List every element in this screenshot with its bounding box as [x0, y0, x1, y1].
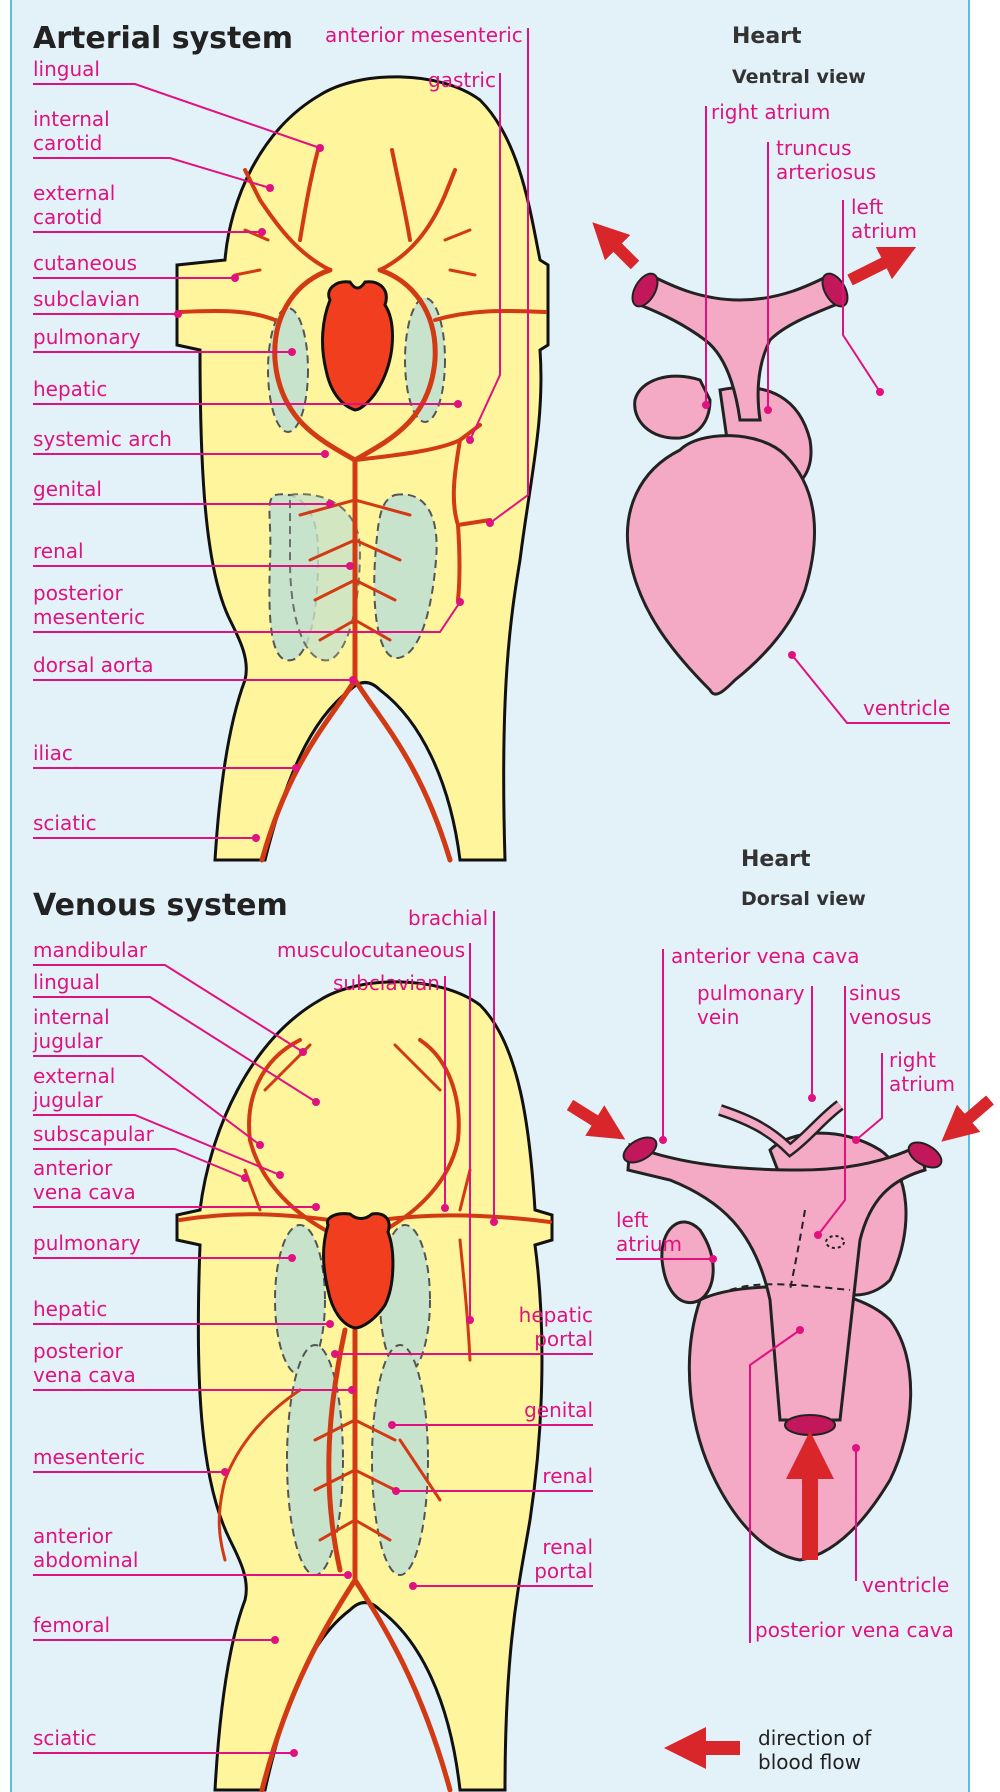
label-arterial-pulmonary: pulmonary	[33, 325, 141, 349]
label-venous-lingual: lingual	[33, 970, 100, 994]
label-posterior-mesenteric-1: posterior	[33, 581, 124, 605]
heart-dorsal-title: Heart	[741, 847, 811, 872]
heart-ventral-subtitle: Ventral view	[732, 66, 866, 88]
label-gastric: gastric	[428, 68, 496, 92]
label-arterial-renal: renal	[33, 539, 84, 563]
heart-ventral-illustration	[605, 235, 900, 694]
label-sinus-venosus-1: sinus	[849, 981, 901, 1005]
label-external-jugular-2: jugular	[32, 1088, 103, 1112]
label-dorsal-right-atrium-1: right	[889, 1048, 936, 1072]
label-venous-anterior-vena-cava-1: anterior	[33, 1156, 113, 1180]
label-truncus-1: truncus	[776, 136, 852, 160]
legend-text-line2: blood flow	[758, 1750, 861, 1774]
label-anterior-abdominal-1: anterior	[33, 1524, 113, 1548]
label-sinus-venosus-2: venosus	[849, 1005, 932, 1029]
legend-text-line1: direction of	[758, 1726, 872, 1750]
label-dorsal-right-atrium-2: atrium	[889, 1072, 955, 1096]
label-dorsal-ventricle: ventricle	[862, 1573, 949, 1597]
label-cutaneous: cutaneous	[33, 251, 137, 275]
label-posterior-vena-cava-2: vena cava	[33, 1363, 136, 1387]
label-renal-portal-1: renal	[542, 1535, 593, 1559]
label-dorsal-anterior-vena-cava: anterior vena cava	[671, 944, 859, 968]
label-internal-carotid-1: internal	[33, 107, 110, 131]
label-anterior-abdominal-2: abdominal	[33, 1548, 138, 1572]
label-iliac: iliac	[33, 741, 73, 765]
label-pulmonary-vein-2: vein	[697, 1005, 739, 1029]
label-femoral: femoral	[33, 1613, 110, 1637]
venous-system-title: Venous system	[33, 888, 288, 923]
venous-heart	[324, 1214, 393, 1328]
label-hepatic-portal-2: portal	[534, 1327, 593, 1351]
label-posterior-mesenteric-2: mesenteric	[33, 605, 145, 629]
label-hepatic-portal-1: hepatic	[519, 1303, 593, 1327]
label-venous-subclavian: subclavian	[333, 971, 440, 995]
label-ventral-left-atrium-1: left	[851, 195, 884, 219]
label-external-carotid-2: carotid	[33, 205, 102, 229]
label-arterial-subclavian: subclavian	[33, 287, 140, 311]
label-mesenteric: mesenteric	[33, 1445, 145, 1469]
label-renal-portal-2: portal	[534, 1559, 593, 1583]
label-brachial: brachial	[408, 906, 488, 930]
label-venous-renal: renal	[542, 1464, 593, 1488]
label-ventral-right-atrium: right atrium	[711, 100, 830, 124]
heart-ventral-title: Heart	[732, 24, 802, 49]
label-dorsal-aorta: dorsal aorta	[33, 653, 154, 677]
label-internal-jugular-1: internal	[33, 1005, 110, 1029]
arterial-frog-body	[177, 77, 548, 860]
label-venous-hepatic: hepatic	[33, 1297, 107, 1321]
label-subscapular: subscapular	[33, 1122, 155, 1146]
label-arterial-sciatic: sciatic	[33, 811, 97, 835]
label-venous-anterior-vena-cava-2: vena cava	[33, 1180, 136, 1204]
label-venous-pulmonary: pulmonary	[33, 1231, 141, 1255]
label-pulmonary-vein-1: pulmonary	[697, 981, 805, 1005]
heart-dorsal-subtitle: Dorsal view	[741, 888, 866, 910]
label-ventral-ventricle: ventricle	[863, 696, 950, 720]
venous-frog-body	[177, 982, 552, 1790]
label-external-carotid-1: external	[33, 181, 115, 205]
label-systemic-arch: systemic arch	[33, 427, 172, 451]
label-dorsal-posterior-vena-cava: posterior vena cava	[755, 1618, 954, 1642]
label-dorsal-left-atrium-1: left	[616, 1208, 649, 1232]
label-internal-jugular-2: jugular	[32, 1029, 103, 1053]
label-external-jugular-1: external	[33, 1064, 115, 1088]
label-dorsal-left-atrium-2: atrium	[616, 1232, 682, 1256]
label-internal-carotid-2: carotid	[33, 131, 102, 155]
label-arterial-genital: genital	[33, 477, 102, 501]
label-anterior-mesenteric: anterior mesenteric	[325, 23, 523, 47]
label-arterial-lingual: lingual	[33, 57, 100, 81]
label-ventral-left-atrium-2: atrium	[851, 219, 917, 243]
label-musculocutaneous: musculocutaneous	[277, 938, 465, 962]
label-arterial-hepatic: hepatic	[33, 377, 107, 401]
label-venous-genital: genital	[524, 1398, 593, 1422]
label-posterior-vena-cava-1: posterior	[33, 1339, 124, 1363]
heart-dorsal-illustration	[570, 1100, 990, 1748]
label-venous-sciatic: sciatic	[33, 1726, 97, 1750]
label-truncus-2: arteriosus	[776, 160, 876, 184]
arterial-system-title: Arterial system	[33, 21, 293, 56]
label-mandibular: mandibular	[33, 938, 148, 962]
